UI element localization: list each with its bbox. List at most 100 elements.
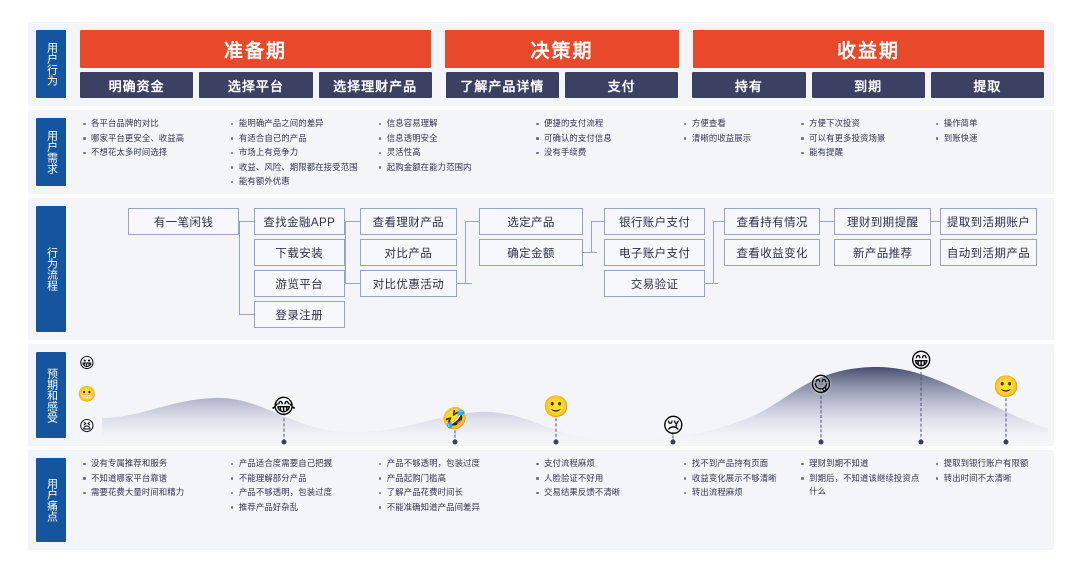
flow-box[interactable]: 查看收益变化: [723, 239, 821, 266]
painpoint-item: 产品不够透明，包装过度: [230, 486, 368, 500]
flow-connector: [590, 221, 605, 222]
stage-label: 选择平台: [227, 78, 284, 94]
stage-label: 持有: [734, 78, 763, 94]
flow-connector: [705, 283, 719, 284]
band-user-needs: 用户需求 各平台品牌的对比哪家平台更安全、收益高不想花太多时间选择能明确产品之间…: [28, 110, 1054, 194]
phase-2[interactable]: 决策期: [445, 30, 679, 68]
flow-box[interactable]: 查看持有情况: [723, 208, 821, 235]
need-item: 起购金额在能力范围内: [378, 161, 525, 175]
need-column-7: 操作简单到账快速: [933, 117, 1044, 190]
flow-box-label: 提取到活期账户: [946, 216, 1031, 229]
needs-columns: 各平台品牌的对比哪家平台更安全、收益高不想花太多时间选择能明确产品之间的差异有适…: [80, 117, 1044, 190]
flow-box[interactable]: 电子账户支付: [604, 239, 706, 266]
flow-connector: [820, 221, 835, 222]
emotion-face-1[interactable]: 😂: [271, 395, 296, 419]
need-item: 信息透明安全: [378, 132, 525, 146]
stage-label: 支付: [607, 78, 636, 94]
flow-box-label: 确定金额: [507, 247, 555, 260]
flow-connector: [238, 221, 254, 222]
emotion-face-6[interactable]: 😁: [910, 349, 933, 373]
flow-box[interactable]: 交易验证: [604, 270, 706, 297]
painpoint-item: 不知道哪家平台靠谱: [83, 472, 220, 486]
need-item: 哪家平台更安全、收益高: [83, 132, 220, 146]
emotion-face-5[interactable]: 😋: [810, 373, 832, 397]
emotion-face-3[interactable]: 🙂: [543, 395, 570, 419]
flow-connector: [712, 221, 714, 283]
emotion-stem: [920, 367, 922, 442]
emotion-point-marker: [818, 439, 824, 445]
emotion-face-7[interactable]: 🙂: [993, 375, 1020, 399]
stage-2[interactable]: 选择平台: [199, 72, 313, 98]
flow-box[interactable]: 对比产品: [359, 239, 458, 266]
emotion-stem: [820, 390, 822, 442]
band-label-user-behaviour: 用户行为: [36, 30, 66, 98]
need-column-6: 方便下次投资可以有更多投资场景能有提醒: [798, 117, 927, 190]
need-column-1: 各平台品牌的对比哪家平台更安全、收益高不想花太多时间选择: [80, 117, 222, 190]
flow-box[interactable]: 登录注册: [253, 301, 345, 328]
need-list: 操作简单到账快速: [933, 117, 1042, 145]
stage-8[interactable]: 提取: [930, 72, 1044, 98]
emotion-point-marker: [452, 439, 458, 445]
stage-4[interactable]: 了解产品详情: [445, 72, 559, 98]
stage-1[interactable]: 明确资金: [80, 72, 194, 98]
stage-label: 明确资金: [108, 78, 165, 94]
painpoint-column-5: 找不到产品持有页面收益变化展示不够清晰转出流程麻烦: [681, 457, 792, 546]
painpoint-item: 不能准确知道产品间差异: [378, 501, 525, 515]
flow-box[interactable]: 有一笔闲钱: [128, 208, 239, 235]
flow-box[interactable]: 自动到活期产品: [940, 239, 1037, 266]
flow-box[interactable]: 游览平台: [253, 270, 345, 297]
emotion-point-marker: [553, 439, 559, 445]
band-expectation-feeling: 预期和感受 😀😬😫 😂🤣🙂😢😋😁🙂: [28, 344, 1054, 446]
need-item: 到账快速: [935, 132, 1042, 146]
flow-connector: [344, 221, 346, 283]
stage-5[interactable]: 支付: [565, 72, 679, 98]
need-item: 灵活性高: [378, 146, 525, 160]
emotion-face-2[interactable]: 🤣: [441, 407, 468, 431]
phase-3[interactable]: 收益期: [693, 30, 1044, 68]
flow-box[interactable]: 对比优惠活动: [359, 270, 458, 297]
emotion-scale-face-2: 😬: [77, 386, 97, 404]
flow-connector: [583, 252, 597, 253]
painpoint-list: 产品适合度需要自己把握不能理解部分产品产品不够透明，包装过度推荐产品好杂乱: [228, 457, 368, 514]
flow-box-label: 对比优惠活动: [372, 278, 445, 291]
flow-box-label: 理财到期提醒: [846, 216, 919, 229]
flow-box-label: 新产品推荐: [852, 247, 913, 260]
stage-label: 到期: [854, 78, 883, 94]
flow-box[interactable]: 查找金融APP: [253, 208, 345, 235]
need-column-3: 信息容易理解信息透明安全灵活性高起购金额在能力范围内: [376, 117, 527, 190]
stage-label: 提取: [973, 78, 1002, 94]
band-user-behaviour: 用户行为 准备期决策期 收益期 明确资金 选择平台 选择理财产品 了解产品详情 支付 持有 到…: [28, 22, 1054, 106]
painpoints-columns: 没有专属推荐和服务不知道哪家平台靠谱需要花费大量时间和精力产品适合度需要自己把握…: [80, 457, 1044, 546]
flow-box[interactable]: 银行账户支付: [604, 208, 706, 235]
flow-box[interactable]: 下载安装: [253, 239, 345, 266]
flow-box[interactable]: 选定产品: [478, 208, 584, 235]
flow-connector: [590, 221, 592, 252]
phase-1[interactable]: 准备期: [80, 30, 431, 68]
phase-label: 收益期: [836, 40, 900, 62]
emotion-stem: [283, 413, 285, 442]
flow-box[interactable]: 理财到期提醒: [834, 208, 931, 235]
flow-box[interactable]: 新产品推荐: [834, 239, 931, 266]
need-list: 方便查看清晰的收益展示: [681, 117, 790, 145]
emotion-point-marker: [918, 439, 924, 445]
emotion-scale-face-1: 😀: [79, 355, 95, 373]
need-item: 能有提醒: [801, 146, 925, 160]
flow-box[interactable]: 查看理财产品: [359, 208, 458, 235]
painpoint-list: 支付流程麻烦人脸验证不好用交易结果反馈不清晰: [533, 457, 673, 500]
stage-3[interactable]: 选择理财产品: [318, 72, 432, 98]
painpoint-item: 转出时间不太清晰: [935, 472, 1042, 486]
need-item: 能有额外优惠: [230, 175, 368, 189]
stage-6[interactable]: 持有: [692, 72, 806, 98]
flow-box[interactable]: 提取到活期账户: [940, 208, 1037, 235]
flow-box[interactable]: 确定金额: [478, 239, 584, 266]
need-item: 可确认的支付信息: [536, 132, 673, 146]
flow-box-label: 交易验证: [630, 278, 679, 291]
painpoint-item: 找不到产品持有页面: [683, 457, 790, 471]
stage-7[interactable]: 到期: [811, 72, 925, 98]
stage-label: 选择理财产品: [333, 78, 418, 94]
flow-box-label: 自动到活期产品: [946, 247, 1031, 260]
emotion-face-4[interactable]: 😢: [662, 414, 685, 438]
need-item: 市场上有竞争力: [230, 146, 368, 160]
painpoint-column-1: 没有专属推荐和服务不知道哪家平台靠谱需要花费大量时间和精力: [80, 457, 222, 546]
painpoint-item: 没有专属推荐和服务: [83, 457, 220, 471]
